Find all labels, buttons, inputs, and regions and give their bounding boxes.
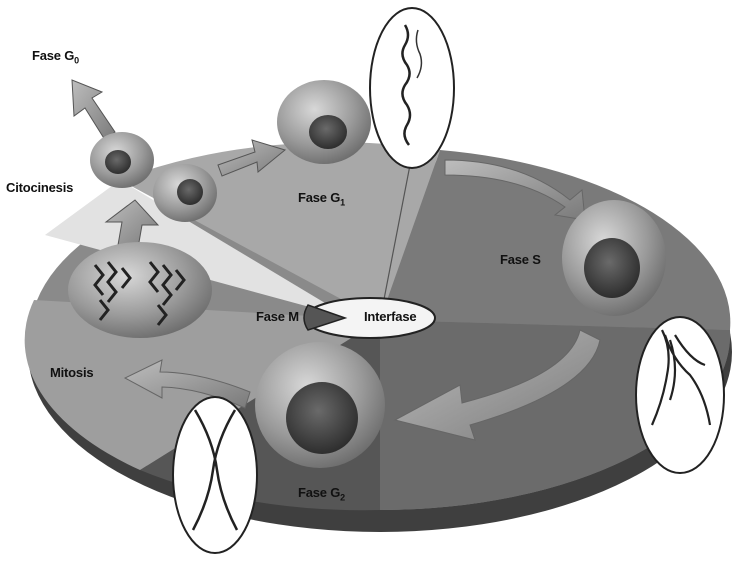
cell-g2 — [255, 342, 385, 468]
label-interfase: Interfase — [364, 309, 416, 324]
chromosome-inset-right — [636, 317, 724, 473]
sector-s-phase — [380, 150, 730, 330]
label-citocinesis: Citocinesis — [6, 180, 73, 195]
label-fase-s: Fase S — [500, 252, 541, 267]
label-fase-g0-text: Fase G — [32, 48, 74, 63]
label-fase-g2-text: Fase G — [298, 485, 340, 500]
chromosome-inset-top — [370, 8, 454, 168]
label-fase-g0: Fase G0 — [32, 48, 79, 66]
label-fase-g1-text: Fase G — [298, 190, 340, 205]
label-fase-g1: Fase G1 — [298, 190, 345, 208]
cell-g1 — [277, 80, 371, 164]
label-fase-g1-sub: 1 — [340, 198, 345, 208]
label-fase-m: Fase M — [256, 309, 299, 324]
label-fase-g2-sub: 2 — [340, 493, 345, 503]
label-mitosis: Mitosis — [50, 365, 93, 380]
label-fase-g0-sub: 0 — [74, 56, 79, 66]
chromosome-inset-bottom — [173, 397, 257, 553]
label-fase-g2: Fase G2 — [298, 485, 345, 503]
arrow-to-g0 — [72, 80, 115, 140]
cell-s — [562, 200, 666, 316]
cell-mitosis — [68, 242, 212, 338]
